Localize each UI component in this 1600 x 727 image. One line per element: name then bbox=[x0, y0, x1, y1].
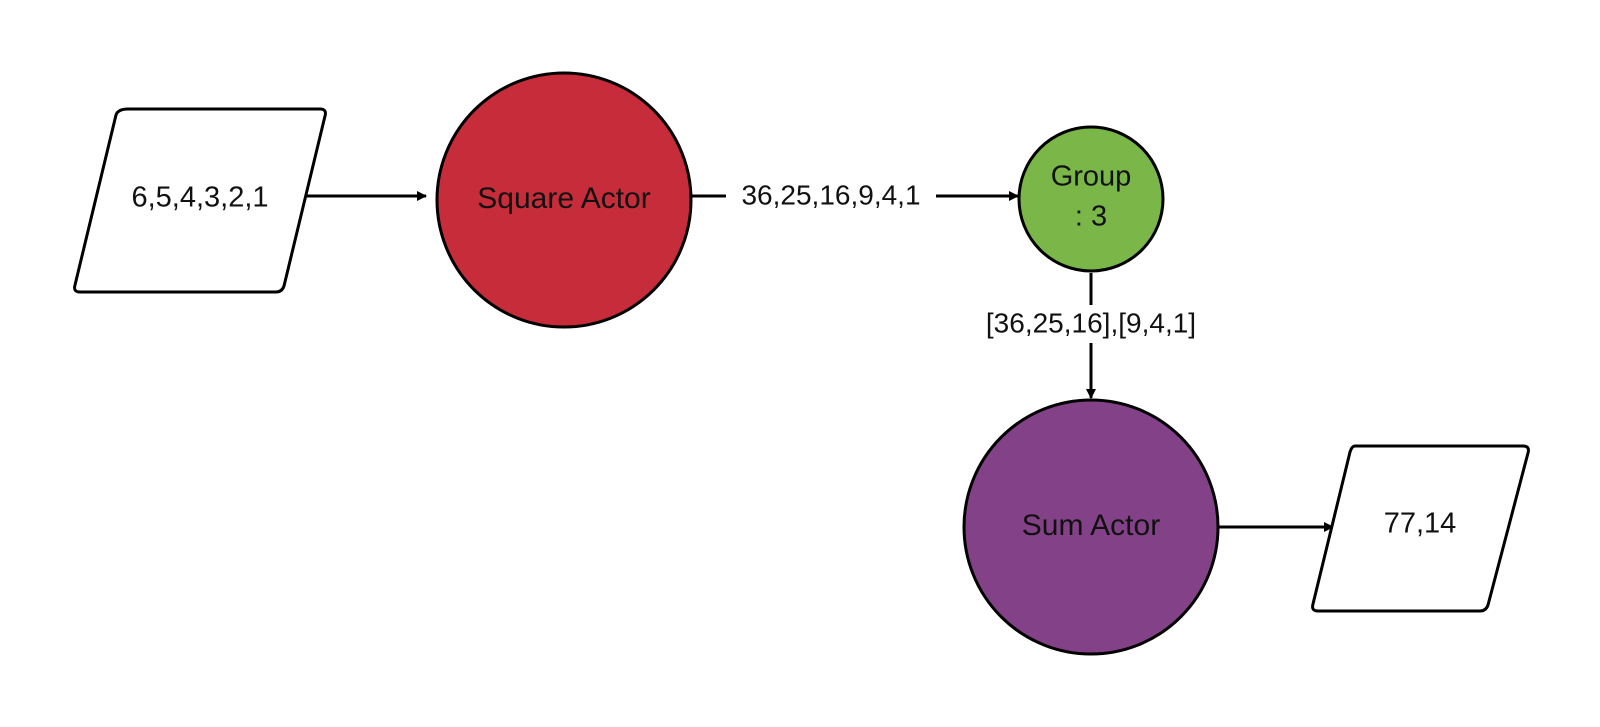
square-actor-node: Square Actor bbox=[435, 71, 693, 329]
edge-label-group-to-sum: [36,25,16],[9,4,1] bbox=[986, 307, 1196, 338]
input-parallelogram-shape bbox=[73, 107, 327, 294]
input-label: 6,5,4,3,2,1 bbox=[131, 182, 268, 214]
sum-actor-label: Sum Actor bbox=[1022, 509, 1160, 542]
group-label-line1: Group bbox=[1051, 161, 1132, 193]
sum-actor-node: Sum Actor bbox=[962, 398, 1220, 656]
square-actor-label: Square Actor bbox=[477, 182, 650, 215]
sum-actor-circle bbox=[962, 398, 1220, 656]
output-data-node: 77,14 bbox=[1311, 444, 1530, 613]
group-node: Group : 3 bbox=[1017, 125, 1165, 273]
group-circle bbox=[1017, 125, 1165, 273]
square-actor-circle bbox=[435, 71, 693, 329]
output-label: 77,14 bbox=[1384, 508, 1457, 540]
group-label-line2: : 3 bbox=[1075, 201, 1107, 233]
edge-label-square-to-group: 36,25,16,9,4,1 bbox=[741, 179, 920, 210]
edge-label-bg-square-to-group bbox=[726, 178, 936, 212]
input-data-node: 6,5,4,3,2,1 bbox=[73, 107, 327, 294]
output-parallelogram-shape bbox=[1311, 444, 1530, 613]
edge-label-bg-group-to-sum bbox=[966, 305, 1216, 343]
